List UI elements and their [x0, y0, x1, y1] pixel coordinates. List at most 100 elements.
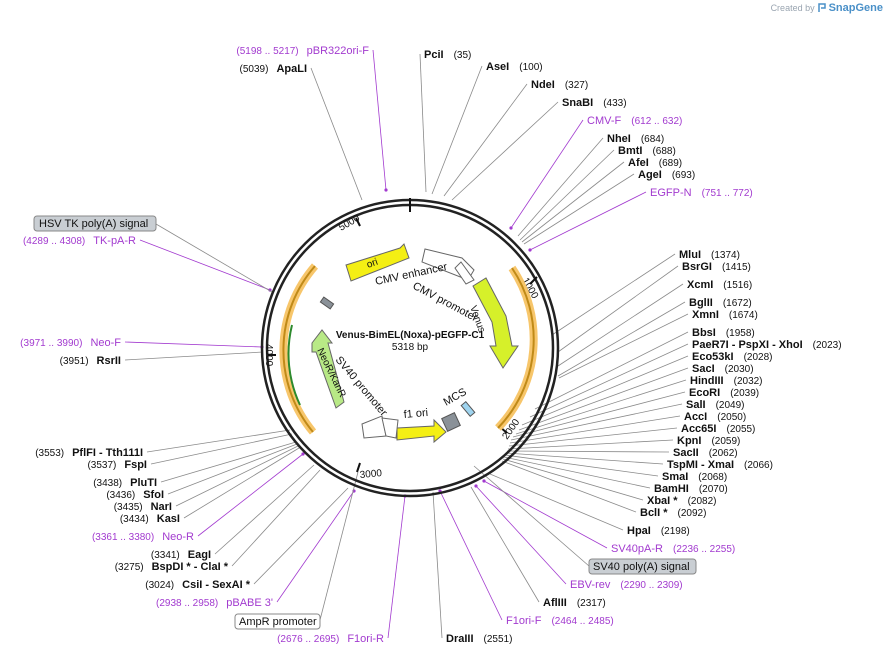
enzyme-name: CsiI - SexAI * [182, 579, 251, 591]
feature-label-ori: ori [365, 257, 379, 271]
snapgene-logo-icon [817, 3, 826, 12]
leader-line [167, 443, 298, 495]
primer-binding-mark [384, 188, 388, 192]
enzyme-name: SacI [692, 363, 715, 375]
enzyme-label: DraIII(2551) [446, 633, 512, 645]
site-position: (3553) [35, 448, 64, 459]
site-position: (3438) [93, 478, 122, 489]
enzyme-label: SacII(2062) [673, 447, 738, 459]
leader-line [124, 341, 263, 348]
site-position: (5198 .. 5217) [236, 46, 298, 57]
leader-line [529, 343, 689, 418]
enzyme-label: NarI(3435) [114, 501, 172, 513]
enzyme-name: KpnI [677, 435, 701, 447]
enzyme-name: BglII [689, 297, 713, 309]
site-position: (3971 .. 3990) [20, 338, 82, 349]
boxed-feature-leader [155, 223, 273, 293]
enzyme-label: BamHI(2070) [654, 483, 728, 495]
primer-label: TK-pA-R(4289 .. 4308) [23, 235, 136, 247]
primer-name: Neo-F [90, 337, 121, 349]
primer-name: pBABE 3' [226, 597, 273, 609]
feature-hsv-tk-polya-mark [319, 296, 335, 310]
leader-line [432, 491, 443, 639]
created-by-text: Created by [770, 3, 815, 13]
primer-name: TK-pA-R [93, 235, 136, 247]
leader-line [557, 283, 684, 367]
primer-binding-mark [301, 452, 305, 456]
enzyme-name: SfoI [143, 489, 164, 501]
leader-line [529, 191, 647, 251]
site-position: (2317) [577, 598, 606, 609]
leader-line [470, 486, 540, 603]
enzyme-label: EcoRI(2039) [689, 387, 759, 399]
site-position: (3951) [60, 356, 89, 367]
enzyme-label: NdeI(327) [531, 79, 588, 91]
enzyme-name: XmnI [692, 309, 719, 321]
enzyme-label: NheI(684) [607, 133, 664, 145]
site-position: (2676 .. 2695) [277, 634, 339, 645]
primer-name: F1ori-F [506, 615, 542, 627]
feature-f1-ori: f1 ori [396, 407, 447, 444]
leader-line [372, 49, 387, 191]
primer-binding-mark [482, 479, 486, 483]
enzyme-label: Eco53kI(2028) [692, 351, 773, 363]
leader-line [509, 415, 681, 444]
leader-lines [124, 49, 689, 639]
leader-line [431, 65, 483, 195]
enzyme-name: TspMI - XmaI [667, 459, 734, 471]
enzyme-label: MluI (1374) [679, 249, 740, 261]
enzyme-name: BsrGI [682, 261, 712, 273]
enzyme-name: KasI [157, 513, 180, 525]
site-position: (3436) [106, 490, 135, 501]
enzyme-name: FspI [124, 459, 147, 471]
leader-line [146, 429, 291, 453]
site-position: (1674) [729, 310, 758, 321]
enzyme-name: NheI [607, 133, 631, 145]
leader-line [551, 253, 676, 336]
enzyme-label: TspMI - XmaI(2066) [667, 459, 773, 471]
leader-line [517, 137, 604, 237]
site-position: (2030) [725, 364, 754, 375]
site-position: (2938 .. 2958) [156, 598, 218, 609]
leader-line [160, 441, 297, 483]
site-position: (2028) [744, 352, 773, 363]
enzyme-label: PaeR7I - PspXI - XhoI(2023) [692, 339, 842, 351]
leader-line [510, 119, 584, 229]
enzyme-name: DraIII [446, 633, 474, 645]
site-position: (35) [454, 50, 472, 61]
tick-label-3000: 3000 [359, 468, 383, 481]
site-position: (2236 .. 2255) [673, 544, 735, 555]
site-position: (1958) [726, 328, 755, 339]
enzyme-label: XmnI (1674) [692, 309, 758, 321]
feature-label-f1-ori: f1 ori [403, 407, 428, 421]
site-position: (327) [565, 80, 588, 91]
boxed-feature-leader [319, 471, 359, 621]
leader-line [231, 469, 321, 567]
enzyme-label: AseI(100) [486, 61, 543, 73]
leader-line [419, 53, 427, 193]
enzyme-name: RsrII [97, 355, 121, 367]
enzyme-name: PluTI [130, 477, 157, 489]
site-position: (3341) [151, 550, 180, 561]
site-position: (1516) [723, 280, 752, 291]
leader-line [502, 458, 644, 501]
primer-label: SV40pA-R(2236 .. 2255) [611, 543, 735, 555]
site-position: (2464 .. 2485) [551, 616, 613, 627]
leader-line [504, 454, 659, 477]
enzyme-name: Acc65I [681, 423, 716, 435]
primer-label: pBR322ori-F(5198 .. 5217) [236, 45, 369, 57]
enzyme-name: MluI [679, 249, 701, 261]
snapgene-app-name: SnapGene [828, 2, 883, 14]
site-position: (2032) [734, 376, 763, 387]
plasmid-name: Venus-BimEL(Noxa)-pEGFP-C1 [336, 330, 485, 341]
site-position: (1374) [711, 250, 740, 261]
enzyme-name: SalI [686, 399, 706, 411]
leader-line [501, 460, 637, 513]
feature-label-cmv-promoter: CMV promoter [411, 280, 480, 324]
enzyme-label: KpnI(2059) [677, 435, 740, 447]
enzyme-label: KasI(3434) [120, 513, 180, 525]
enzyme-name: XbaI * [647, 495, 678, 507]
primer-name: CMV-F [587, 115, 622, 127]
enzyme-label: PciI(35) [424, 49, 471, 61]
